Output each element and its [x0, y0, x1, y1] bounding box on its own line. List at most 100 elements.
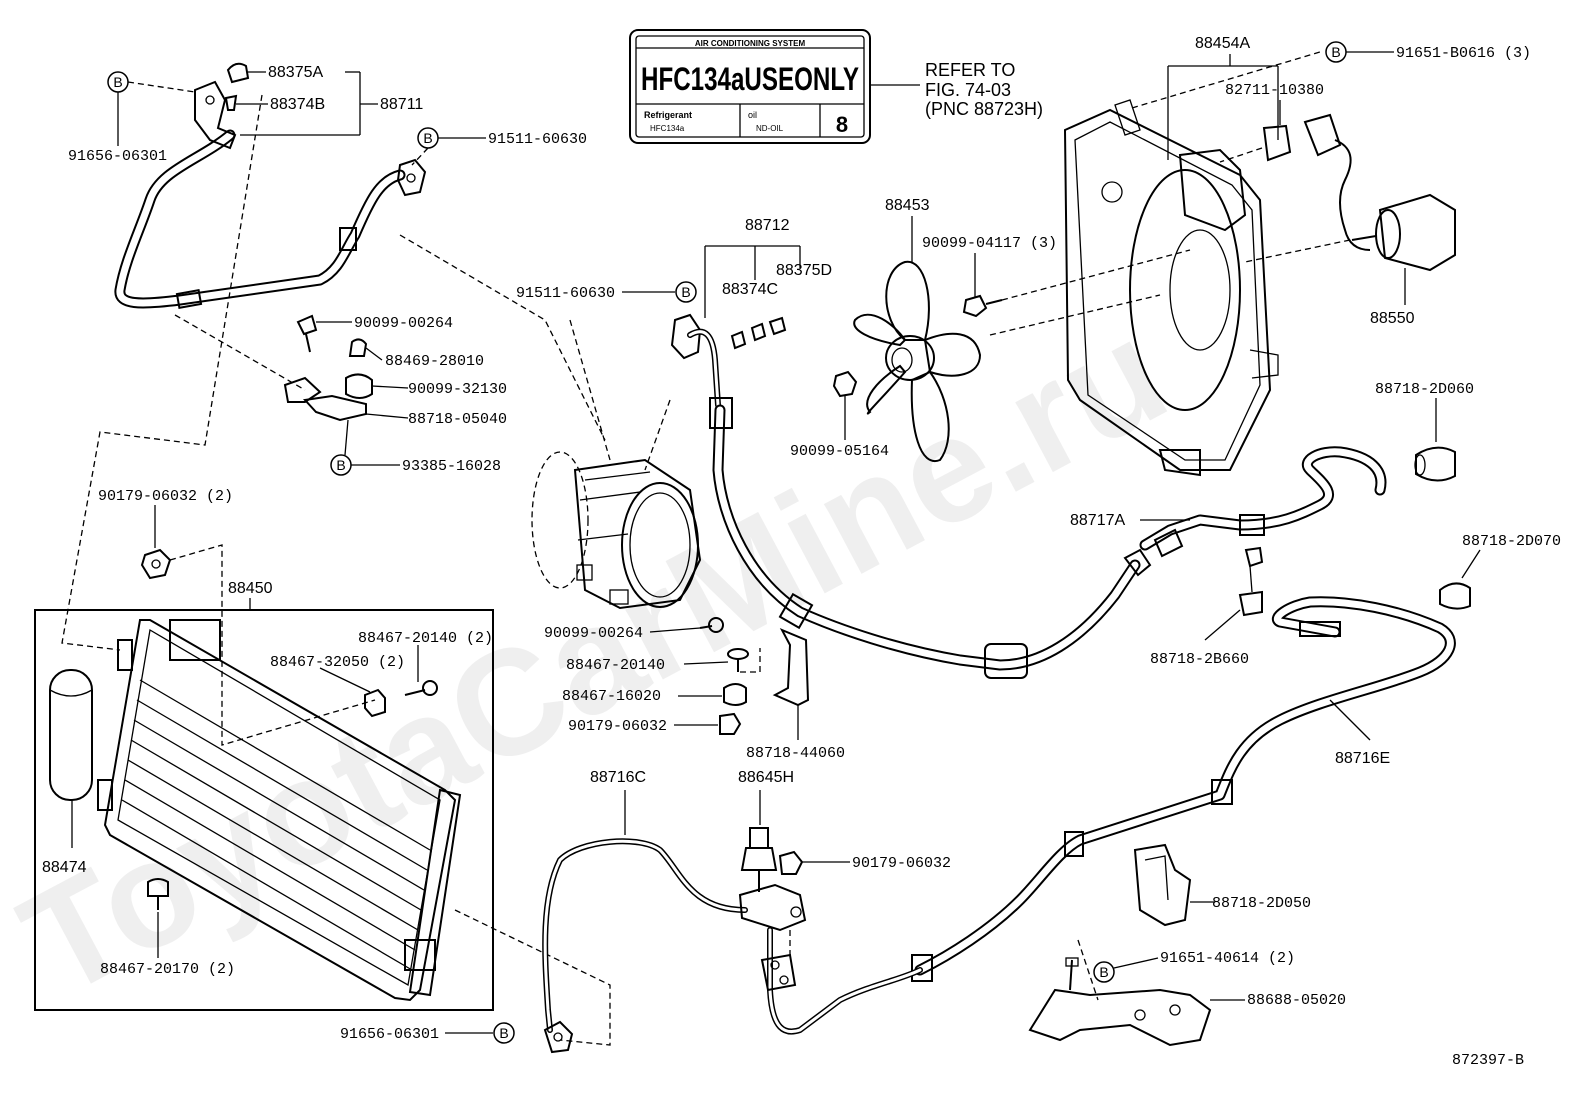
- label-88375A: 88375A: [268, 64, 323, 81]
- nut-90099-05164: [832, 370, 858, 398]
- label-90179-06032-mid: 90179-06032: [852, 855, 951, 872]
- label-88718-2D060: 88718-2D060: [1375, 381, 1474, 398]
- clamp-88718-2B660: [1238, 546, 1264, 617]
- label-90099-00264-top: 90099-00264: [354, 315, 453, 332]
- fan-shroud-88454A: [1063, 99, 1279, 477]
- cushion-88467-32050: [364, 688, 386, 718]
- sticker-refrigerant-label: Refrigerant: [644, 110, 692, 120]
- mount-88467-20170: [147, 878, 169, 910]
- label-88718-2D070: 88718-2D070: [1462, 533, 1561, 550]
- grommet-88467-16020: [723, 683, 747, 706]
- nut-90179-06032-mid: [719, 712, 742, 735]
- label-88718-05040: 88718-05040: [408, 411, 507, 428]
- diagram-id: 872397-B: [1452, 1052, 1524, 1069]
- receiver-88474: [49, 669, 93, 801]
- b-marker-91651-b0616: B: [1325, 41, 1347, 63]
- clamp-88718-2D050: [1133, 843, 1192, 927]
- svg-text:B: B: [1099, 964, 1108, 980]
- b-marker-93385: B: [330, 454, 352, 476]
- label-91656-06301-top: 91656-06301: [68, 148, 167, 165]
- refrigerant-label-sticker: AIR CONDITIONING SYSTEM HFC134aUSEONLY R…: [629, 29, 920, 144]
- label-88716C: 88716C: [590, 769, 646, 786]
- label-88453: 88453: [885, 197, 930, 214]
- label-88450: 88450: [228, 580, 273, 597]
- b-marker-top-left: B: [107, 71, 129, 93]
- label-90179-06032-2: 90179-06032 (2): [98, 488, 233, 505]
- label-91651-B0616-3: 91651-B0616 (3): [1396, 45, 1531, 62]
- b-marker-91651-40614: B: [1093, 961, 1115, 983]
- label-91656-06301-bot: 91656-06301: [340, 1026, 439, 1043]
- label-88467-20140: 88467-20140: [566, 657, 665, 674]
- sticker-oil-value: ND-OIL: [756, 124, 784, 133]
- b-marker-91511-top: B: [417, 127, 439, 149]
- bolt-88467-20140: [404, 680, 438, 696]
- sticker-oil-grade: 8: [836, 112, 848, 137]
- compressor: [531, 451, 702, 610]
- label-91651-40614-2: 91651-40614 (2): [1160, 950, 1295, 967]
- pressure-switch-88645H: [740, 827, 778, 892]
- label-93385-16028: 93385-16028: [402, 458, 501, 475]
- label-88467-20170-2: 88467-20170 (2): [100, 961, 235, 978]
- label-88550: 88550: [1370, 310, 1415, 327]
- nut-90179-06032-switch: [778, 850, 804, 875]
- bolt-90099-04117: [962, 294, 1003, 318]
- sticker-main-text: HFC134aUSEONLY: [641, 61, 859, 97]
- liquid-pipe-88716C: [542, 838, 923, 1054]
- label-88716E: 88716E: [1335, 750, 1390, 767]
- label-88374C: 88374C: [722, 281, 778, 298]
- fan-motor-88550: [1303, 113, 1456, 272]
- label-90099-05164: 90099-05164: [790, 443, 889, 460]
- condenser-box: [34, 609, 494, 1011]
- label-88454A: 88454A: [1195, 35, 1250, 52]
- clip-82711-10380: [1262, 124, 1292, 162]
- label-91511-60630-top: 91511-60630: [488, 131, 587, 148]
- sticker-refrigerant-value: HFC134a: [650, 124, 685, 133]
- refer-line-2: FIG. 74-03: [925, 80, 1011, 100]
- condenser-88450: [97, 619, 462, 1002]
- label-88711: 88711: [380, 96, 423, 113]
- label-88374B: 88374B: [270, 96, 325, 113]
- bolt-90099-00264-mid: [699, 617, 724, 633]
- label-82711-10380: 82711-10380: [1225, 82, 1324, 99]
- label-90179-06032: 90179-06032: [568, 718, 667, 735]
- refer-line-1: REFER TO: [925, 60, 1015, 80]
- svg-text:B: B: [423, 130, 432, 146]
- label-88467-16020: 88467-16020: [562, 688, 661, 705]
- label-88467-32050-2: 88467-32050 (2): [270, 654, 405, 671]
- pin-88467-20140: [727, 648, 749, 672]
- grommet-88718-2D060: [1414, 446, 1456, 482]
- hose-88711: [114, 62, 427, 309]
- label-88467-20140-2: 88467-20140 (2): [358, 630, 493, 647]
- label-88712: 88712: [745, 217, 790, 234]
- label-88718-44060: 88718-44060: [746, 745, 845, 762]
- sticker-header: AIR CONDITIONING SYSTEM: [695, 39, 806, 48]
- label-90099-32130: 90099-32130: [408, 381, 507, 398]
- hose-88712: [670, 313, 1152, 679]
- svg-text:B: B: [1331, 44, 1340, 60]
- label-88688-05020: 88688-05020: [1247, 992, 1346, 1009]
- bracket-88688-05020: [1028, 957, 1212, 1047]
- label-88469-28010: 88469-28010: [385, 353, 484, 370]
- label-88645H: 88645H: [738, 769, 794, 786]
- label-90099-04117-3: 90099-04117 (3): [922, 235, 1057, 252]
- fan-88453: [853, 260, 982, 463]
- label-88718-2B660: 88718-2B660: [1150, 651, 1249, 668]
- label-88474: 88474: [42, 859, 87, 876]
- label-91511-60630-mid: 91511-60630: [516, 285, 615, 302]
- b-marker-91511-mid: B: [675, 281, 697, 303]
- label-88375D: 88375D: [776, 262, 832, 279]
- svg-text:B: B: [113, 74, 122, 90]
- suction-hose-88716E: [911, 596, 1456, 982]
- b-marker-91656-bottom: B: [493, 1022, 515, 1044]
- refer-line-3: (PNC 88723H): [925, 99, 1043, 119]
- bracket-88718-44060: [772, 628, 810, 707]
- bracket-88718-05040: [283, 314, 373, 422]
- suction-hose-88717A: [1139, 446, 1387, 558]
- sticker-oil-label: oil: [748, 110, 757, 120]
- grommet-88718-2D070: [1439, 582, 1471, 610]
- label-88717A: 88717A: [1070, 512, 1125, 529]
- svg-text:B: B: [336, 457, 345, 473]
- svg-text:B: B: [499, 1025, 508, 1041]
